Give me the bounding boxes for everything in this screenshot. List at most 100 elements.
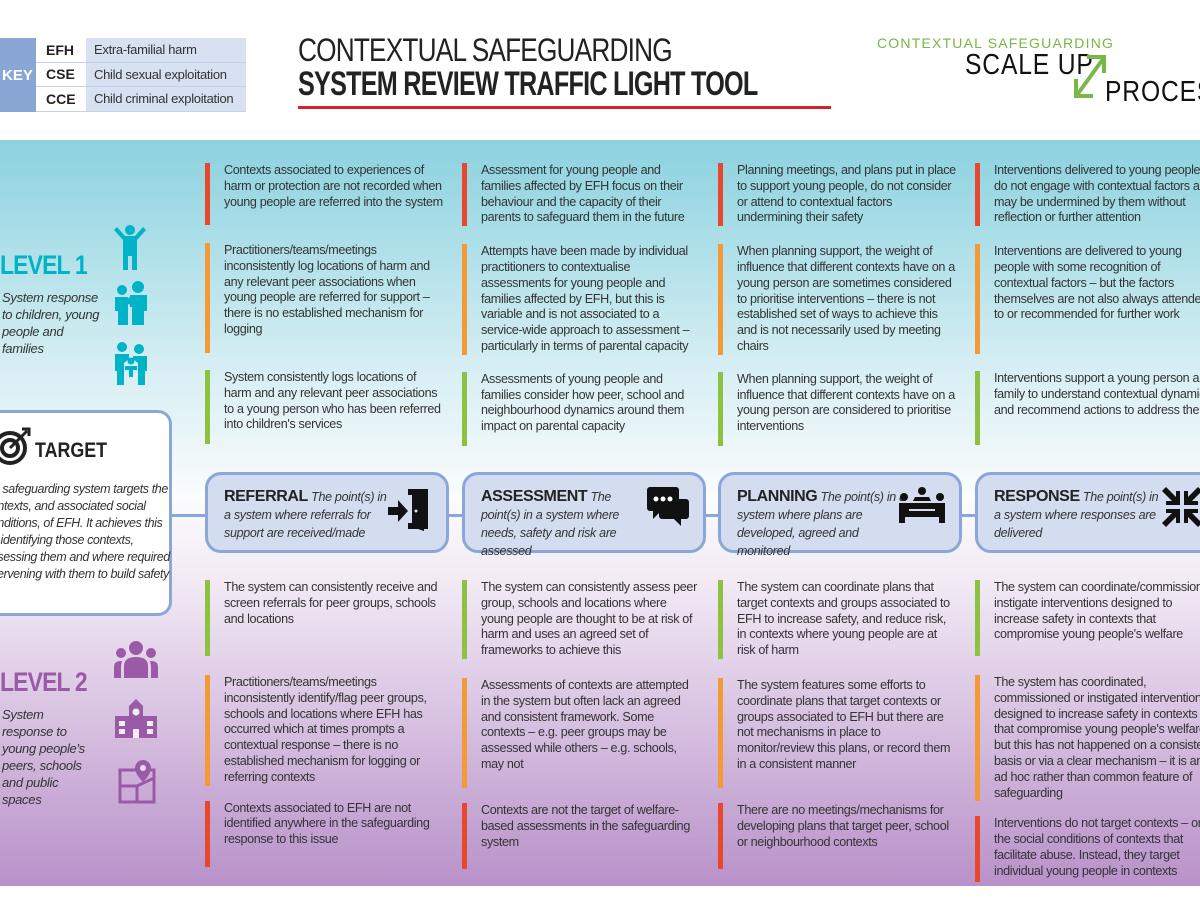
target-desc: The safeguarding system targets the cont…	[0, 482, 170, 581]
traffic-light-amber-bar	[462, 244, 467, 355]
school-icon	[115, 699, 157, 738]
stage-referral: REFERRAL The point(s) in a system where …	[205, 472, 449, 553]
cell-text: The system can consistently assess peer …	[481, 580, 697, 658]
chat-bubbles-icon	[647, 487, 689, 532]
level1-column: Assessment for young people and families…	[462, 163, 700, 446]
stage-name: PLANNING	[737, 488, 818, 505]
stage-name: RESPONSE	[994, 488, 1080, 505]
key-label: KEY	[0, 38, 36, 112]
traffic-light-green-bar	[718, 371, 723, 446]
child-icon	[114, 225, 146, 270]
level2-amber-cell: Assessments of contexts are attempted in…	[462, 677, 700, 788]
level1-amber-cell: Interventions are delivered to young peo…	[975, 244, 1200, 355]
stage-desc: The point(s) in a system where referrals…	[224, 490, 387, 540]
level2-red-cell: Interventions do not target contexts – o…	[975, 816, 1200, 883]
cell-text: When planning support, the weight of inf…	[737, 244, 955, 353]
page-title: CONTEXTUAL SAFEGUARDING SYSTEM REVIEW TR…	[298, 34, 831, 109]
parent-child-icon	[115, 281, 147, 325]
traffic-light-green-bar	[462, 580, 467, 659]
key-abbr: CSE	[36, 62, 86, 87]
cell-text: When planning support, the weight of inf…	[737, 371, 955, 434]
level2-green-cell: The system can consistently assess peer …	[462, 580, 700, 659]
title-line2: SYSTEM REVIEW TRAFFIC LIGHT TOOL	[298, 65, 758, 103]
title-underline	[298, 106, 831, 109]
cell-text: Contexts are not the target of welfare-b…	[481, 802, 690, 849]
group-icon	[114, 641, 158, 678]
cell-text: The system can coordinate plans that tar…	[737, 580, 950, 658]
stage-text: PLANNING The point(s) in a system where …	[737, 488, 907, 560]
traffic-light-red-bar	[462, 163, 467, 227]
traffic-light-green-bar	[462, 371, 467, 446]
level2-green-cell: The system can coordinate/commission/ in…	[975, 580, 1200, 656]
level1-column: Planning meetings, and plans put in plac…	[718, 163, 956, 446]
key-definition: Extra-familial harm	[86, 38, 246, 62]
level2-red-cell: Contexts are not the target of welfare-b…	[462, 802, 700, 869]
level1-title: LEVEL 1	[0, 250, 88, 280]
cell-text: The system features some efforts to coor…	[737, 677, 951, 771]
traffic-light-amber-bar	[462, 677, 467, 788]
level1-red-cell: Contexts associated to experiences of ha…	[205, 163, 443, 225]
stage-name: REFERRAL	[224, 488, 308, 505]
level1-green-cell: Interventions support a young person and…	[975, 371, 1200, 446]
level2-red-cell: Contexts associated to EFH are not ident…	[205, 800, 443, 867]
cell-text: Assessments of contexts are attempted in…	[481, 677, 689, 771]
stage-text: REFERRAL The point(s) in a system where …	[224, 488, 394, 542]
level2-green-cell: The system can coordinate plans that tar…	[718, 580, 956, 659]
level1-green-cell: System consistently logs locations of ha…	[205, 370, 443, 444]
level2-title: LEVEL 2	[0, 667, 88, 697]
cell-text: The system can coordinate/commission/ in…	[994, 580, 1200, 642]
level1-red-cell: Assessment for young people and families…	[462, 163, 700, 227]
cell-text: Contexts associated to EFH are not ident…	[224, 800, 430, 847]
level2-amber-cell: The system features some efforts to coor…	[718, 677, 956, 788]
cell-text: Interventions do not target contexts – o…	[994, 816, 1200, 878]
traffic-light-red-bar	[205, 800, 210, 867]
target-box: TARGET The safeguarding system targets t…	[0, 410, 172, 616]
traffic-light-green-bar	[975, 580, 980, 656]
cell-text: Contexts associated to experiences of ha…	[224, 163, 443, 209]
level1-green-cell: Assessments of young people and families…	[462, 371, 700, 446]
cell-text: System consistently logs locations of ha…	[224, 370, 441, 432]
logo-line2: PROCESS	[1105, 76, 1200, 108]
cell-text: Practitioners/teams/meetings inconsisten…	[224, 675, 427, 784]
traffic-light-amber-bar	[718, 677, 723, 788]
traffic-light-red-bar	[205, 163, 210, 225]
stage-desc: The point(s) in a system where plans are…	[737, 490, 906, 558]
traffic-light-red-bar	[975, 163, 980, 227]
stage-desc: The point(s) in a system where needs, sa…	[481, 490, 620, 558]
level2-amber-cell: The system has coordinated, commissioned…	[975, 675, 1200, 802]
stage-response: RESPONSE The point(s) in a system where …	[975, 472, 1200, 553]
logo-top: CONTEXTUAL SAFEGUARDING	[877, 35, 1115, 51]
stage-text: ASSESSMENT The point(s) in a system wher…	[481, 488, 651, 560]
level1-label: LEVEL 1 System response to children, you…	[0, 250, 102, 357]
level2-green-cell: The system can consistently receive and …	[205, 580, 443, 656]
cell-text: The system has coordinated, commissioned…	[994, 675, 1200, 800]
cell-text: Attempts have been made by individual pr…	[481, 244, 690, 353]
traffic-light-red-bar	[975, 816, 980, 883]
level1-red-cell: Planning meetings, and plans put in plac…	[718, 163, 956, 227]
level1-desc: System response to children, young peopl…	[2, 290, 100, 356]
map-pin-icon	[118, 760, 156, 804]
level1-column: Contexts associated to experiences of ha…	[205, 163, 443, 444]
level1-red-cell: Interventions delivered to young people …	[975, 163, 1200, 227]
traffic-light-red-bar	[462, 802, 467, 869]
cell-text: Interventions support a young person and…	[994, 371, 1200, 417]
cell-text: Assessments of young people and families…	[481, 371, 685, 434]
key-definition: Child criminal exploitation	[86, 87, 246, 111]
stage-assessment: ASSESSMENT The point(s) in a system wher…	[462, 472, 706, 558]
door-enter-icon	[388, 487, 432, 536]
cell-text: Assessment for young people and families…	[481, 163, 685, 225]
level2-column: The system can consistently receive and …	[205, 580, 443, 867]
cell-text: There are no meetings/mechanisms for dev…	[737, 802, 949, 849]
stage-planning: PLANNING The point(s) in a system where …	[718, 472, 962, 558]
target-icon	[0, 427, 31, 465]
traffic-light-red-bar	[718, 802, 723, 869]
traffic-light-amber-bar	[718, 244, 723, 355]
target-title: TARGET	[35, 439, 108, 462]
traffic-light-amber-bar	[975, 244, 980, 355]
level1-amber-cell: Attempts have been made by individual pr…	[462, 244, 700, 355]
stage-text: RESPONSE The point(s) in a system where …	[994, 488, 1164, 542]
logo-line1: SCALE UP	[965, 49, 1094, 81]
traffic-light-green-bar	[718, 580, 723, 659]
traffic-light-amber-bar	[205, 675, 210, 786]
